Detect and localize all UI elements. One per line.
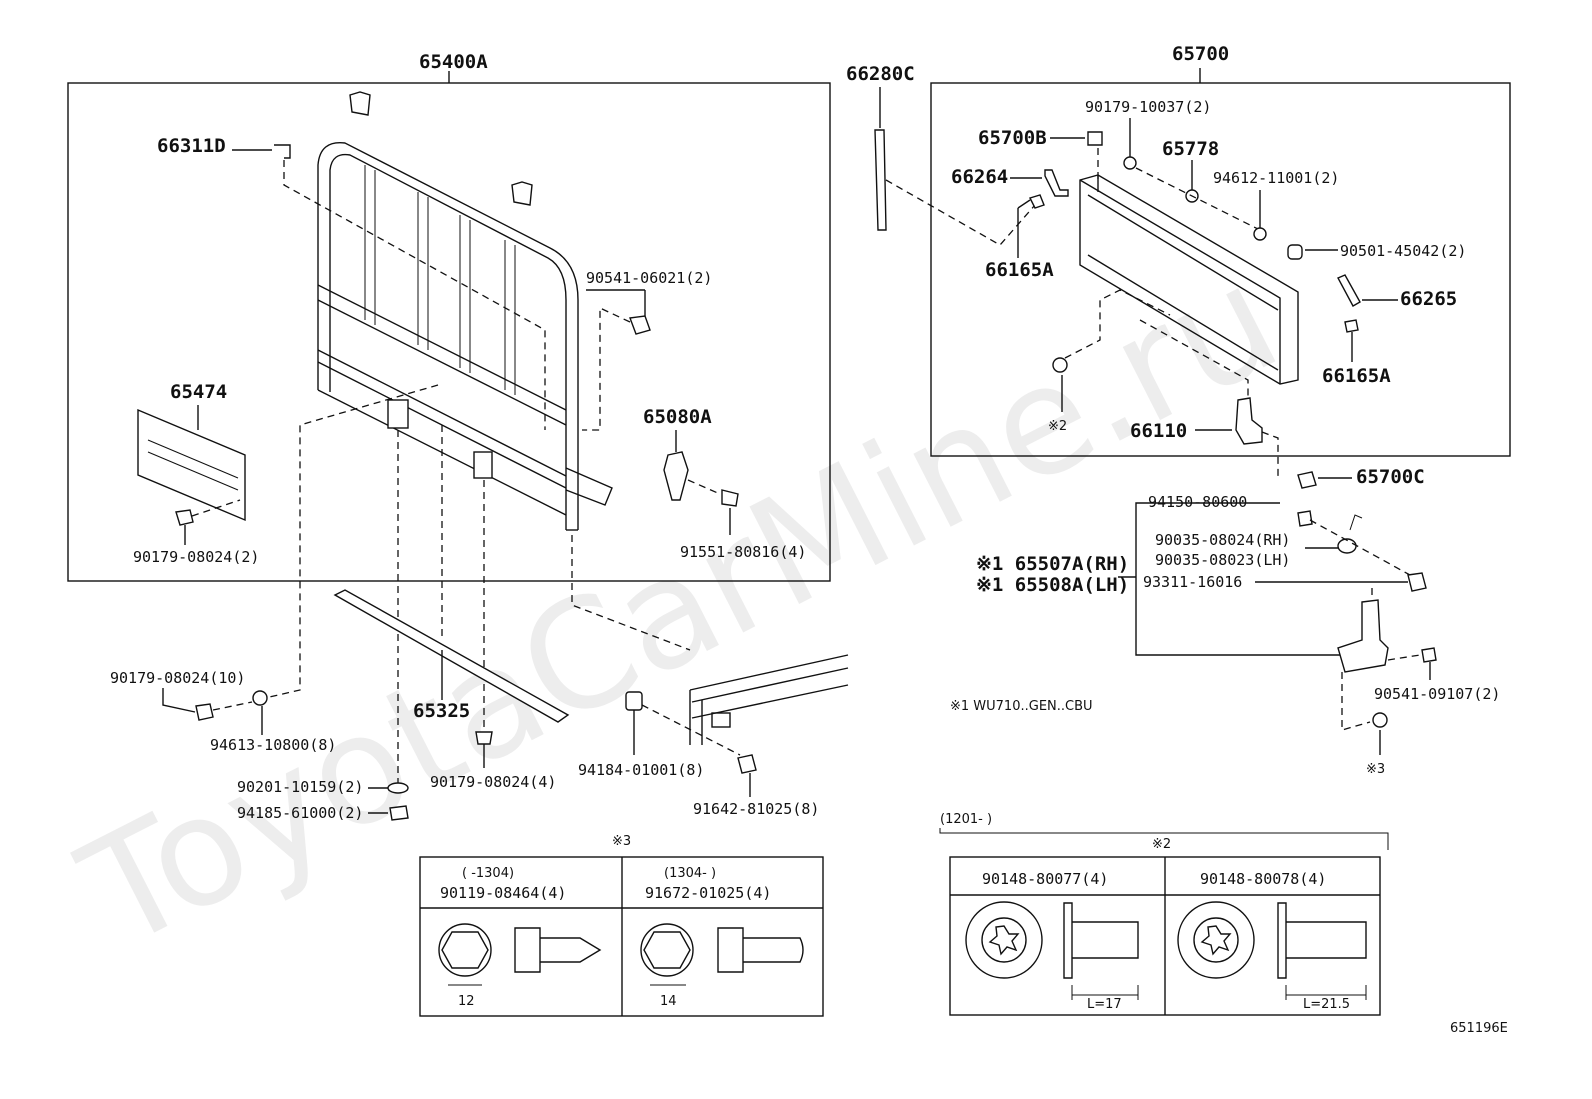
table-mark2-dim-1: L=17 [1087, 997, 1122, 1012]
label-90179-08024-4[interactable]: 90179-08024(4) [430, 773, 556, 791]
hook-65080A [663, 451, 689, 501]
bolt-90541-09107 [1421, 647, 1437, 663]
label-90179-10037[interactable]: 90179-10037(2) [1085, 98, 1211, 116]
bolt-65700C [1297, 471, 1317, 489]
table-mark3: ※3 ( -1304) 90119-08464(4) (1304- ) 9167… [419, 834, 824, 1017]
table-mark3-dim-2: 14 [660, 994, 677, 1009]
bolt-93311-16016 [1407, 572, 1427, 592]
label-65400A[interactable]: 65400A [419, 51, 488, 73]
label-66165A-left[interactable]: 66165A [985, 259, 1054, 281]
label-mark3[interactable]: ※3 [1366, 762, 1385, 777]
label-65474[interactable]: 65474 [170, 381, 227, 403]
table-mark2-part-1[interactable]: 90148-80077(4) [982, 870, 1108, 888]
table-mark3-header: ※3 [612, 834, 631, 849]
table-mark2-header: ※2 [1152, 837, 1171, 852]
label-94613-10800[interactable]: 94613-10800(8) [210, 736, 336, 754]
chain-66280C [874, 129, 887, 231]
nut-90179-08024-10 [195, 703, 214, 721]
bracket-65700B [1087, 131, 1103, 146]
label-65778[interactable]: 65778 [1162, 138, 1219, 160]
label-65700B[interactable]: 65700B [978, 127, 1047, 149]
table-mark3-dim-1: 12 [458, 994, 475, 1009]
label-94150-80600[interactable]: 94150-80600 [1148, 493, 1247, 511]
nut-94150-80600 [1297, 510, 1313, 527]
washer-94612-11001 [1253, 227, 1267, 241]
label-65700C[interactable]: 65700C [1356, 466, 1425, 488]
bolt-91551-80816 [721, 489, 739, 507]
label-90035-08023[interactable]: 90035-08023(LH) [1155, 551, 1290, 569]
label-66265[interactable]: 66265 [1400, 288, 1457, 310]
figure-id: 651196E [1450, 1021, 1508, 1036]
pin-66265 [1337, 274, 1361, 307]
headboard-rack [317, 91, 613, 531]
label-mark2[interactable]: ※2 [1048, 419, 1067, 434]
label-65507A[interactable]: ※1 65507A(RH) [976, 553, 1129, 575]
grommet-66165A-left [1029, 194, 1045, 209]
screw-mark3 [1372, 712, 1388, 728]
table-mark2-dim-2: L=21.5 [1303, 997, 1350, 1012]
label-90201-10159[interactable]: 90201-10159(2) [237, 778, 363, 796]
table-mark3-range-2: (1304- ) [664, 866, 716, 881]
washer-94613-10800 [252, 690, 268, 706]
label-93311-16016[interactable]: 93311-16016 [1143, 573, 1242, 591]
clip-66311D [274, 144, 291, 159]
table-mark2: (1201- ) ※2 90148-80077(4) 90148-80078(4… [939, 812, 1389, 1016]
table-mark3-range-1: ( -1304) [462, 866, 514, 881]
label-90179-08024-2[interactable]: 90179-08024(2) [133, 548, 259, 566]
label-94185-61000[interactable]: 94185-61000(2) [237, 804, 363, 822]
grommet-66165A-right [1344, 319, 1359, 333]
label-66110[interactable]: 66110 [1130, 420, 1187, 442]
label-66264[interactable]: 66264 [951, 166, 1008, 188]
truck-bed [689, 654, 849, 745]
washer-90201-10159 [387, 782, 409, 794]
washer-90035 [1337, 538, 1357, 554]
rail-65325 [333, 589, 570, 723]
tailgate [1079, 174, 1299, 385]
label-94184-01001[interactable]: 94184-01001(8) [578, 761, 704, 779]
bushing-94184-01001 [625, 691, 643, 711]
label-91642-81025[interactable]: 91642-81025(8) [693, 800, 819, 818]
label-94612-11001[interactable]: 94612-11001(2) [1213, 169, 1339, 187]
label-90501-45042[interactable]: 90501-45042(2) [1340, 242, 1466, 260]
nut-90179-10037 [1123, 156, 1137, 170]
label-90179-08024-10[interactable]: 90179-08024(10) [110, 669, 245, 687]
label-65325[interactable]: 65325 [413, 700, 470, 722]
bolt-91642-81025 [737, 754, 757, 774]
bracket-65507A [1337, 599, 1389, 673]
hinge-66110 [1235, 397, 1263, 445]
frame-65700 [930, 82, 1511, 457]
label-90541-06021[interactable]: 90541-06021(2) [586, 269, 712, 287]
label-65080A[interactable]: 65080A [643, 406, 712, 428]
panel-65474 [137, 408, 246, 522]
label-90035-08024[interactable]: 90035-08024(RH) [1155, 531, 1290, 549]
nut-94185-61000 [389, 805, 409, 821]
screw-mark2 [1052, 357, 1068, 373]
spring-90501-45042 [1287, 244, 1303, 260]
nut-90179-08024-4 [475, 731, 493, 745]
label-66280C[interactable]: 66280C [846, 63, 915, 85]
label-65508A[interactable]: ※1 65508A(LH) [976, 574, 1129, 596]
bolt-90541-06021 [629, 315, 651, 335]
label-65700[interactable]: 65700 [1172, 43, 1229, 65]
table-mark3-part-1[interactable]: 90119-08464(4) [440, 884, 566, 902]
label-90541-09107[interactable]: 90541-09107(2) [1374, 685, 1500, 703]
label-91551-80816[interactable]: 91551-80816(4) [680, 543, 806, 561]
label-66311D[interactable]: 66311D [157, 135, 226, 157]
label-66165A-right[interactable]: 66165A [1322, 365, 1391, 387]
table-mark3-part-2[interactable]: 91672-01025(4) [645, 884, 771, 902]
note-wu710: ※1 WU710..GEN..CBU [950, 699, 1093, 714]
nut-90179-08024-2 [175, 509, 194, 526]
table-mark2-part-2[interactable]: 90148-80078(4) [1200, 870, 1326, 888]
pin-66264 [1044, 169, 1069, 197]
table-mark2-range: (1201- ) [940, 812, 992, 827]
